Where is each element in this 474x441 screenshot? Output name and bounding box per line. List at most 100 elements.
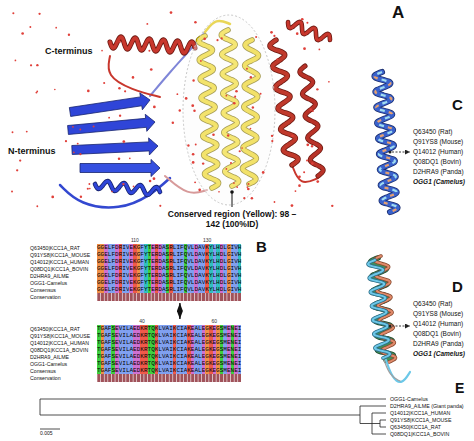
- conservation-bar: [148, 374, 151, 382]
- row-name: Consensus: [30, 369, 56, 374]
- tree-leaf: D2HRA9_AILME (Giant panda): [390, 403, 464, 409]
- leader-line: [392, 152, 410, 153]
- water-dot: [236, 186, 238, 188]
- row-name: Q91YS8|KCC1A_MOUSE: [30, 334, 90, 339]
- conservation-bar: [195, 293, 198, 301]
- species-name: Q63450 (Rat): [413, 128, 452, 135]
- residue: K: [209, 367, 213, 374]
- conservation-bar: [184, 293, 187, 301]
- helix-outline: [110, 37, 195, 53]
- species-name: D2HRA9 (Panda): [413, 340, 464, 347]
- water-dot: [195, 144, 197, 146]
- water-dot: [30, 64, 32, 66]
- row-name: Conservation: [30, 376, 61, 381]
- residue: Y: [144, 286, 148, 293]
- water-dot: [303, 171, 305, 173]
- leader-line: [392, 326, 410, 327]
- residue: G: [227, 279, 231, 286]
- residue: Y: [209, 279, 213, 286]
- water-dot: [26, 131, 28, 133]
- conservation-bar: [130, 374, 133, 382]
- row-name: Q63450|KCC1A_RAT: [30, 327, 80, 332]
- water-dot: [19, 159, 21, 161]
- water-dot: [310, 108, 313, 111]
- residue: R: [144, 360, 148, 367]
- water-dot: [12, 131, 14, 133]
- water-dot: [246, 68, 248, 70]
- residue: G: [227, 286, 231, 293]
- conservation-bar: [115, 293, 118, 301]
- water-dot: [226, 95, 228, 97]
- conservation-bar: [101, 293, 104, 301]
- conservation-bar: [195, 374, 198, 382]
- water-dot: [296, 32, 299, 35]
- tree-leaf: Q63450|KCC1A_RAT: [390, 424, 441, 430]
- water-dot: [274, 201, 276, 203]
- water-dot: [87, 90, 90, 93]
- conservation-bar: [144, 374, 147, 382]
- conservation-bar: [108, 374, 111, 382]
- conservation-bar: [105, 293, 108, 301]
- water-dot: [111, 191, 113, 193]
- water-dot: [226, 168, 228, 170]
- water-dot: [101, 50, 103, 52]
- conservation-bar: [119, 293, 122, 301]
- conservation-bar: [137, 293, 140, 301]
- conservation-bar: [115, 374, 118, 382]
- conservation-bar: [155, 374, 158, 382]
- water-dot: [276, 58, 278, 60]
- water-dot: [178, 43, 180, 45]
- species-name: Q91YS8 (Mouse): [413, 138, 463, 145]
- water-dot: [246, 186, 248, 188]
- residue: Y: [209, 251, 213, 258]
- water-dot: [311, 145, 313, 147]
- water-dot: [119, 115, 121, 117]
- residue: Y: [144, 279, 148, 286]
- water-dot: [153, 106, 156, 109]
- conservation-bar: [97, 293, 100, 301]
- conservation-bar: [224, 293, 227, 301]
- panel-letter: D: [452, 278, 463, 295]
- conservation-bar: [162, 374, 165, 382]
- water-dot: [89, 188, 91, 190]
- conservation-bar: [144, 293, 147, 301]
- conservation-bar: [180, 293, 183, 301]
- helix-outline: [288, 22, 330, 40]
- residue: Y: [144, 258, 148, 265]
- row-name: Q08DQ1|KCC1A_BOVIN: [30, 348, 88, 353]
- residue: R: [144, 339, 148, 346]
- conservation-bar: [141, 374, 144, 382]
- water-dot: [316, 88, 318, 90]
- conservation-bar: [177, 374, 180, 382]
- residue: E: [227, 353, 231, 360]
- water-dot: [298, 175, 301, 178]
- water-dot: [212, 133, 215, 136]
- residue: G: [227, 244, 231, 251]
- sequence-row: GGELFDRIVEKGFYTERDASRLIFQVLDAVKYLHDLGIVH: [97, 287, 241, 293]
- tree-leaf: Q91YS8|KCC1A_MOUSE: [390, 417, 451, 423]
- residue: H: [238, 251, 242, 258]
- conservation-bar: [166, 293, 169, 301]
- region-note: Conserved region (Yellow): 98 – 142 (100…: [164, 210, 300, 230]
- residue: R: [144, 367, 148, 374]
- helix-outline: [374, 72, 397, 212]
- species-name: Q08DQ1 (Bovin): [413, 330, 461, 337]
- water-dot: [303, 47, 306, 50]
- helix-highlight: [374, 72, 397, 212]
- water-dot: [172, 121, 174, 123]
- water-dot: [262, 171, 265, 174]
- double-arrow: [179, 303, 180, 319]
- water-dot: [271, 140, 273, 142]
- residue: I: [238, 325, 242, 332]
- water-dot: [179, 109, 181, 111]
- row-name: D2HRA9_AILME: [30, 274, 69, 279]
- water-dot: [203, 38, 206, 41]
- water-dot: [221, 37, 223, 39]
- water-dot: [170, 11, 173, 14]
- panel-letter: B: [256, 238, 267, 255]
- residue: K: [209, 332, 213, 339]
- water-dot: [271, 135, 273, 137]
- water-dot: [301, 18, 304, 21]
- coil: [60, 178, 170, 207]
- water-dot: [202, 162, 204, 164]
